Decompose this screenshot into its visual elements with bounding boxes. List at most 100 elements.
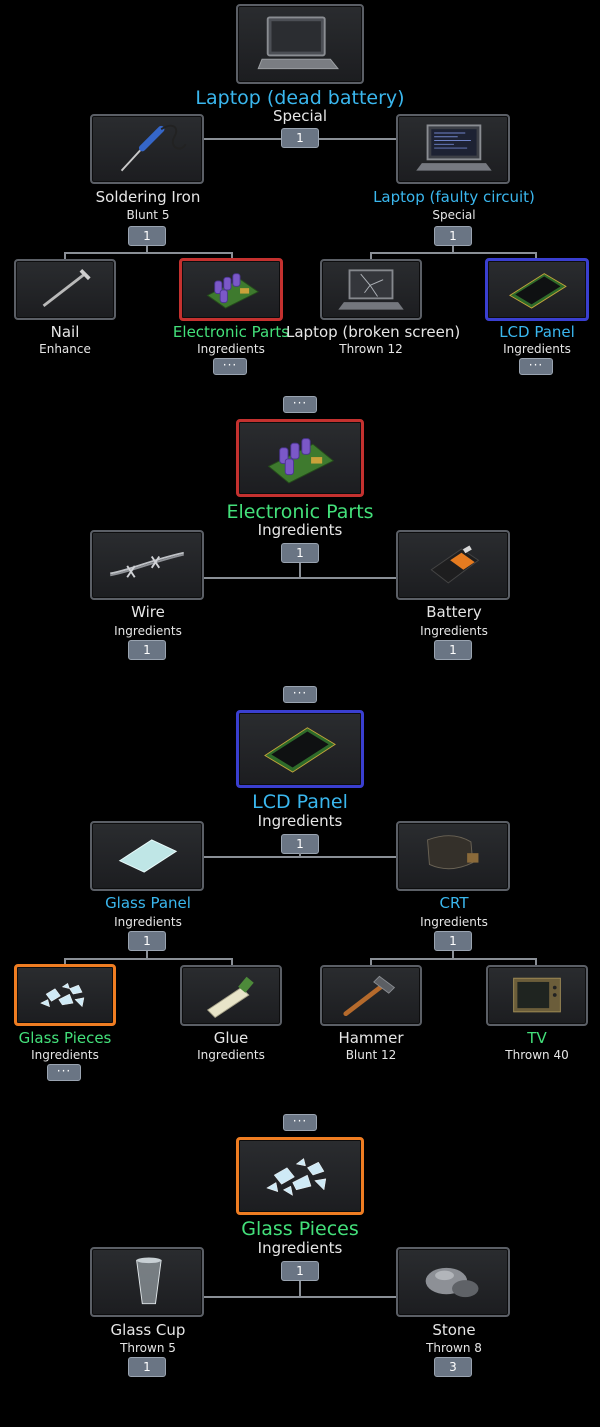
barbed-wire-icon [110, 551, 184, 578]
item-category: Ingredients [197, 1048, 265, 1062]
connector-line [535, 252, 537, 260]
connector-line [319, 138, 397, 140]
item-name-lcd-panel: LCD Panel [499, 323, 575, 341]
item-name-wire: Wire [131, 603, 165, 621]
connector-line [370, 958, 372, 966]
item-category: Ingredients [257, 812, 343, 830]
item-tile-laptop-dead-battery[interactable] [236, 4, 364, 84]
item-stat: Thrown 12 [339, 342, 403, 356]
glass-panel-icon [118, 839, 178, 873]
item-stat: Blunt 12 [345, 1048, 397, 1062]
connector-line [535, 958, 537, 966]
item-name-crt: CRT [439, 894, 469, 912]
quantity-badge: 3 [434, 1357, 472, 1377]
connector-line [203, 577, 398, 579]
connector-line [203, 856, 398, 858]
quantity-badge: 1 [281, 834, 319, 854]
item-name-laptop-broken-screen: Laptop (broken screen) [286, 323, 461, 341]
quantity-badge: 1 [434, 640, 472, 660]
quantity-badge: 1 [281, 128, 319, 148]
lcd-panel-icon [508, 273, 567, 309]
item-name-glass-pieces: Glass Pieces [18, 1029, 112, 1047]
item-name-lcd-panel: LCD Panel [252, 791, 348, 813]
item-name-laptop-faulty-circuit: Laptop (faulty circuit) [373, 188, 535, 206]
item-tile-electronic-parts[interactable] [179, 258, 283, 321]
battery-icon [430, 545, 480, 584]
item-category: Ingredients [257, 521, 343, 539]
connector-line [64, 958, 66, 966]
glass-shards-icon [40, 982, 85, 1008]
expand-more-button[interactable]: ··· [283, 1114, 317, 1131]
connector-line [231, 252, 233, 260]
item-tile-laptop-broken-screen[interactable] [320, 259, 422, 320]
connector-line [203, 1296, 398, 1298]
item-name-tv: TV [527, 1029, 547, 1047]
quantity-badge: 1 [281, 1261, 319, 1281]
quantity-badge: 1 [281, 543, 319, 563]
item-tile-glass-pieces[interactable] [14, 964, 116, 1026]
connector-line [370, 252, 537, 254]
circuit-board-icon [206, 273, 260, 309]
circuit-board-icon [267, 438, 335, 484]
item-category: Ingredients [114, 915, 182, 929]
item-name-hammer: Hammer [338, 1029, 404, 1047]
item-tile-stone[interactable] [396, 1247, 510, 1317]
lcd-panel-icon [264, 727, 336, 773]
connector-line [370, 252, 372, 260]
expand-more-button[interactable]: ··· [213, 358, 247, 375]
item-stat: Thrown 8 [426, 1341, 482, 1355]
item-tile-electronic-parts[interactable] [236, 419, 364, 497]
connector-line [452, 246, 454, 253]
expand-more-button[interactable]: ··· [47, 1064, 81, 1081]
item-tile-glass-pieces[interactable] [236, 1137, 364, 1215]
item-tile-lcd-panel[interactable] [236, 710, 364, 788]
item-tile-wire[interactable] [90, 530, 204, 600]
item-tile-glue[interactable] [180, 965, 282, 1026]
item-name-soldering-iron: Soldering Iron [95, 188, 201, 206]
quantity-badge: 1 [128, 1357, 166, 1377]
item-tile-tv[interactable] [486, 965, 588, 1026]
item-tile-lcd-panel[interactable] [485, 258, 589, 321]
item-category: Ingredients [420, 624, 488, 638]
quantity-badge: 1 [434, 226, 472, 246]
item-name-glass-pieces: Glass Pieces [241, 1218, 359, 1240]
glass-cup-icon [136, 1257, 162, 1305]
item-category: Ingredients [197, 342, 265, 356]
expand-more-button[interactable]: ··· [283, 396, 317, 413]
expand-more-button[interactable]: ··· [283, 686, 317, 703]
connector-line [64, 958, 233, 960]
quantity-badge: 1 [128, 931, 166, 951]
item-name-laptop-dead-battery: Laptop (dead battery) [195, 87, 405, 109]
connector-line [299, 563, 301, 578]
item-tile-crt[interactable] [396, 821, 510, 891]
item-tile-laptop-faulty-circuit[interactable] [396, 114, 510, 184]
item-tile-nail[interactable] [14, 259, 116, 320]
connector-line [452, 951, 454, 959]
expand-more-button[interactable]: ··· [519, 358, 553, 375]
connector-line [370, 958, 537, 960]
item-tile-hammer[interactable] [320, 965, 422, 1026]
laptop-cracked-icon [338, 269, 404, 310]
item-tile-soldering-iron[interactable] [90, 114, 204, 184]
crt-tube-icon [427, 835, 479, 870]
item-category: Ingredients [31, 1048, 99, 1062]
quantity-badge: 1 [128, 640, 166, 660]
connector-line [64, 252, 66, 260]
connector-line [299, 853, 301, 857]
item-stat: Blunt 5 [126, 208, 170, 222]
item-stat: Thrown 5 [120, 1341, 176, 1355]
stone-icon [425, 1267, 479, 1298]
item-tile-battery[interactable] [396, 530, 510, 600]
glass-shards-icon [266, 1158, 327, 1196]
nail-icon [42, 269, 91, 307]
soldering-iron-icon [120, 124, 187, 172]
item-name-stone: Stone [432, 1321, 476, 1339]
item-name-electronic-parts: Electronic Parts [226, 501, 374, 523]
item-tile-glass-cup[interactable] [90, 1247, 204, 1317]
item-name-glass-panel: Glass Panel [105, 894, 191, 912]
glue-tube-icon [206, 976, 254, 1019]
connector-line [64, 252, 233, 254]
item-category: Enhance [39, 342, 91, 356]
item-name-battery: Battery [426, 603, 482, 621]
item-tile-glass-panel[interactable] [90, 821, 204, 891]
